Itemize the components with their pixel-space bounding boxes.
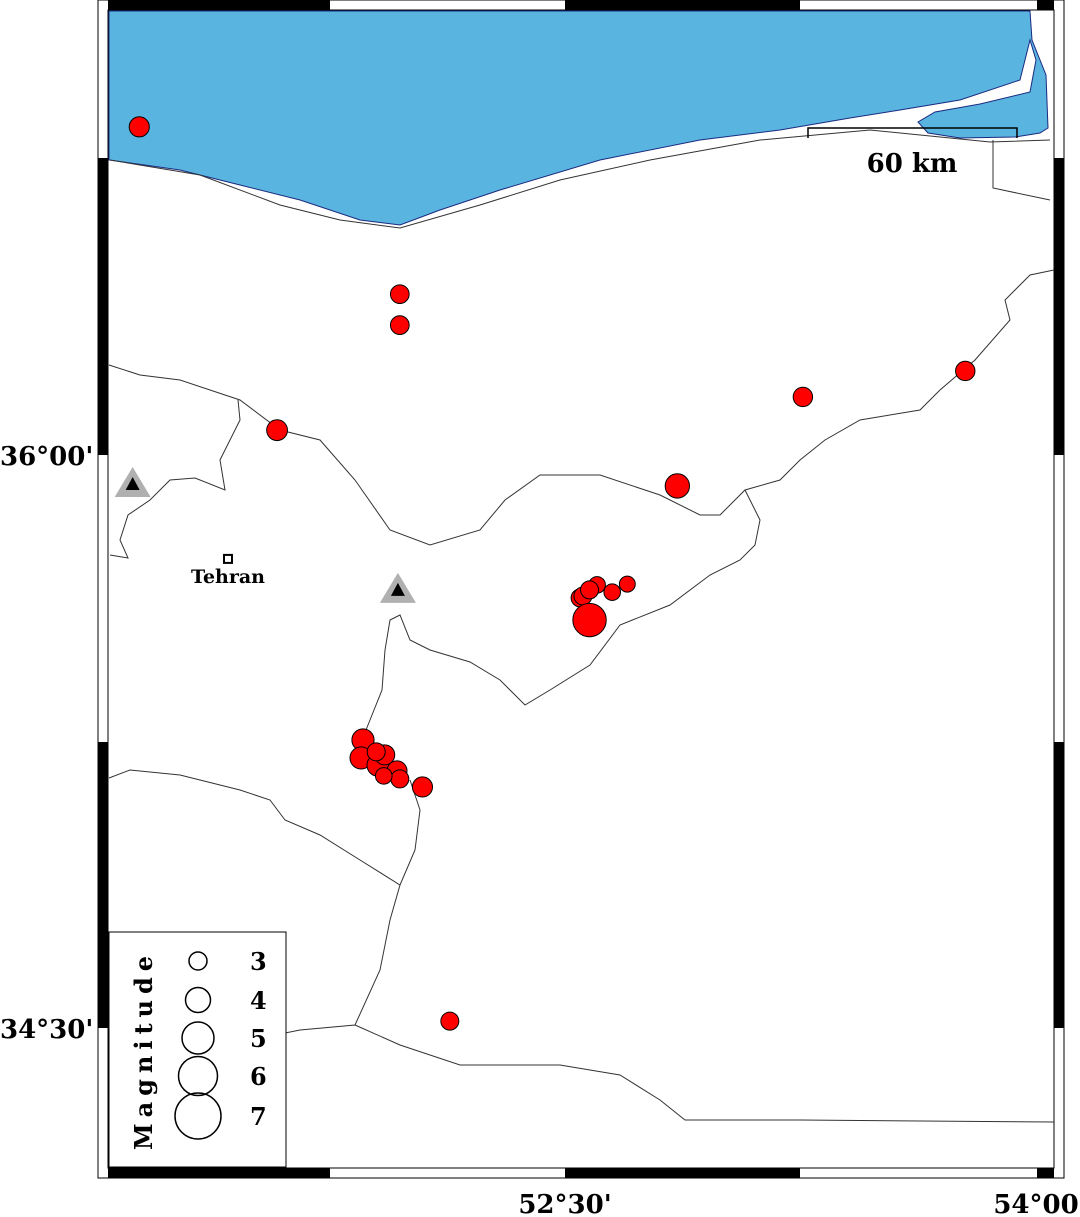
earthquake-event <box>618 575 636 593</box>
lat-tick-label: 36°00' <box>0 442 93 472</box>
scale-bar-label: 60 km <box>867 149 958 179</box>
earthquake-event <box>128 116 150 138</box>
station-triangle-icon <box>379 572 416 603</box>
earthquake-event <box>266 419 288 442</box>
legend-label: 7 <box>250 1102 267 1131</box>
earthquake-event <box>389 284 410 305</box>
earthquake-event <box>440 1011 460 1031</box>
earthquake-event <box>411 776 434 798</box>
earthquake-event <box>580 580 600 600</box>
legend-label: 6 <box>250 1062 267 1091</box>
legend-label: 4 <box>250 986 267 1015</box>
city-marker-icon <box>222 553 233 564</box>
legend-circle <box>174 1092 222 1140</box>
lon-tick-label: 54°00' <box>993 1190 1080 1217</box>
lon-tick-label: 52°30' <box>518 1190 611 1217</box>
legend-title: Magnitude <box>129 950 158 1150</box>
magnitude-legend: Magnitude 3 4 5 6 7 <box>108 931 287 1168</box>
earthquake-event <box>572 602 607 638</box>
earthquake-event <box>366 742 386 762</box>
city-label: Tehran <box>191 566 265 588</box>
earthquake-event <box>374 767 393 785</box>
legend-circle <box>181 1021 215 1055</box>
earthquake-event <box>792 386 814 408</box>
city-tehran: Tehran <box>191 553 265 588</box>
legend-circle <box>188 951 208 971</box>
earthquake-event <box>390 769 410 789</box>
earthquake-event <box>664 473 690 499</box>
legend-label: 5 <box>250 1024 267 1053</box>
legend-circle <box>177 1055 219 1097</box>
earthquake-event <box>955 360 976 382</box>
station-triangle-icon <box>114 467 151 498</box>
scale-bar: 60 km <box>807 127 1018 179</box>
earthquake-event <box>603 583 622 601</box>
caspian-sea <box>108 10 1049 226</box>
earthquake-event <box>389 315 410 335</box>
seismic-stations <box>114 467 416 603</box>
lat-tick-label: 34°30' <box>0 1015 93 1045</box>
legend-label: 3 <box>250 947 267 976</box>
legend-circle <box>184 986 212 1014</box>
earthquake-events <box>128 116 976 1031</box>
